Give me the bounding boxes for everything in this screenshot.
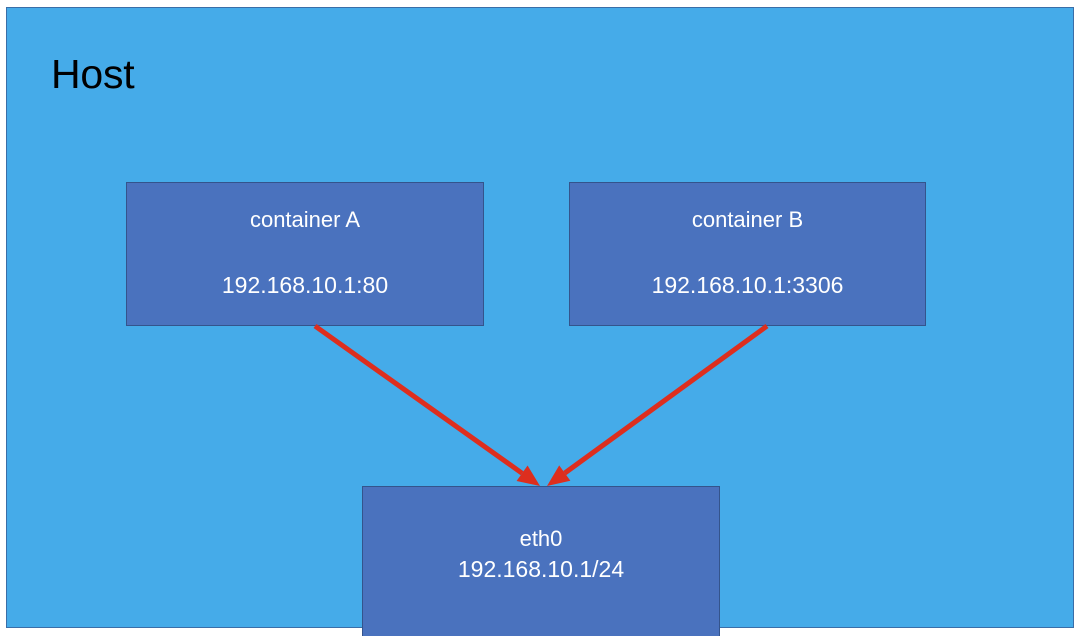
container-a-name: container A [249, 207, 361, 232]
node-container-b[interactable]: container B 192.168.10.1:3306 [569, 182, 926, 326]
container-b-address: 192.168.10.1:3306 [651, 272, 844, 298]
container-b-name: container B [691, 207, 804, 232]
node-container-a[interactable]: container A 192.168.10.1:80 [126, 182, 484, 326]
eth0-name: eth0 [519, 526, 563, 551]
eth0-address: 192.168.10.1/24 [457, 556, 625, 582]
node-eth0[interactable]: eth0 192.168.10.1/24 [362, 486, 720, 636]
container-a-address: 192.168.10.1:80 [221, 272, 389, 298]
host-label: Host [51, 51, 135, 97]
